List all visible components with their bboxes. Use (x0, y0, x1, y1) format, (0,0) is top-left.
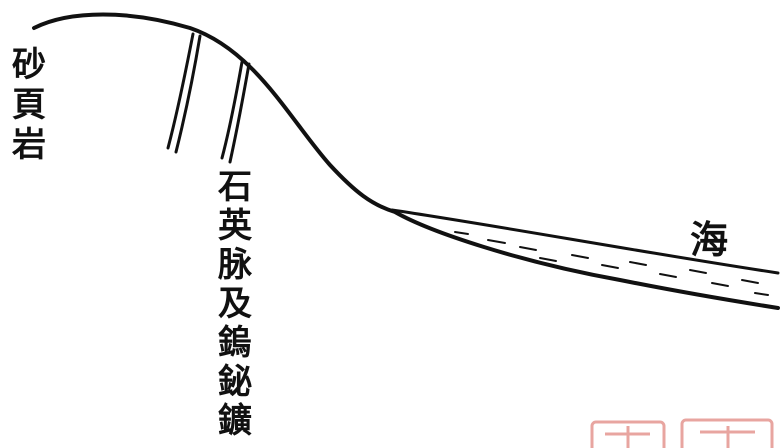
shale-label: 砂 頁 岩 (12, 48, 46, 162)
vein-char-7: 鑛 (218, 401, 252, 441)
vein-char-6: 鉍 (218, 362, 252, 402)
vein-char-3: 脉 (218, 245, 252, 285)
shale-char-3: 岩 (12, 125, 46, 165)
quartz-vein-ore-label: 石 英 脉 及 鎢 鉍 鑛 (218, 170, 252, 438)
vein-char-1: 石 (218, 167, 252, 207)
quartz-vein-left (166, 32, 202, 154)
shale-char-1: 砂 (12, 45, 46, 85)
vein-char-4: 及 (218, 284, 252, 324)
sea-label: 海 (690, 217, 729, 262)
vein-char-2: 英 (218, 206, 252, 246)
quartz-vein-right (220, 60, 251, 164)
seal-stamp (590, 418, 774, 448)
shale-char-2: 頁 (12, 85, 46, 125)
land-surface-line (32, 12, 780, 310)
water-dashes (454, 231, 769, 296)
sea-surface-line (390, 208, 780, 275)
vein-char-5: 鎢 (218, 323, 252, 363)
